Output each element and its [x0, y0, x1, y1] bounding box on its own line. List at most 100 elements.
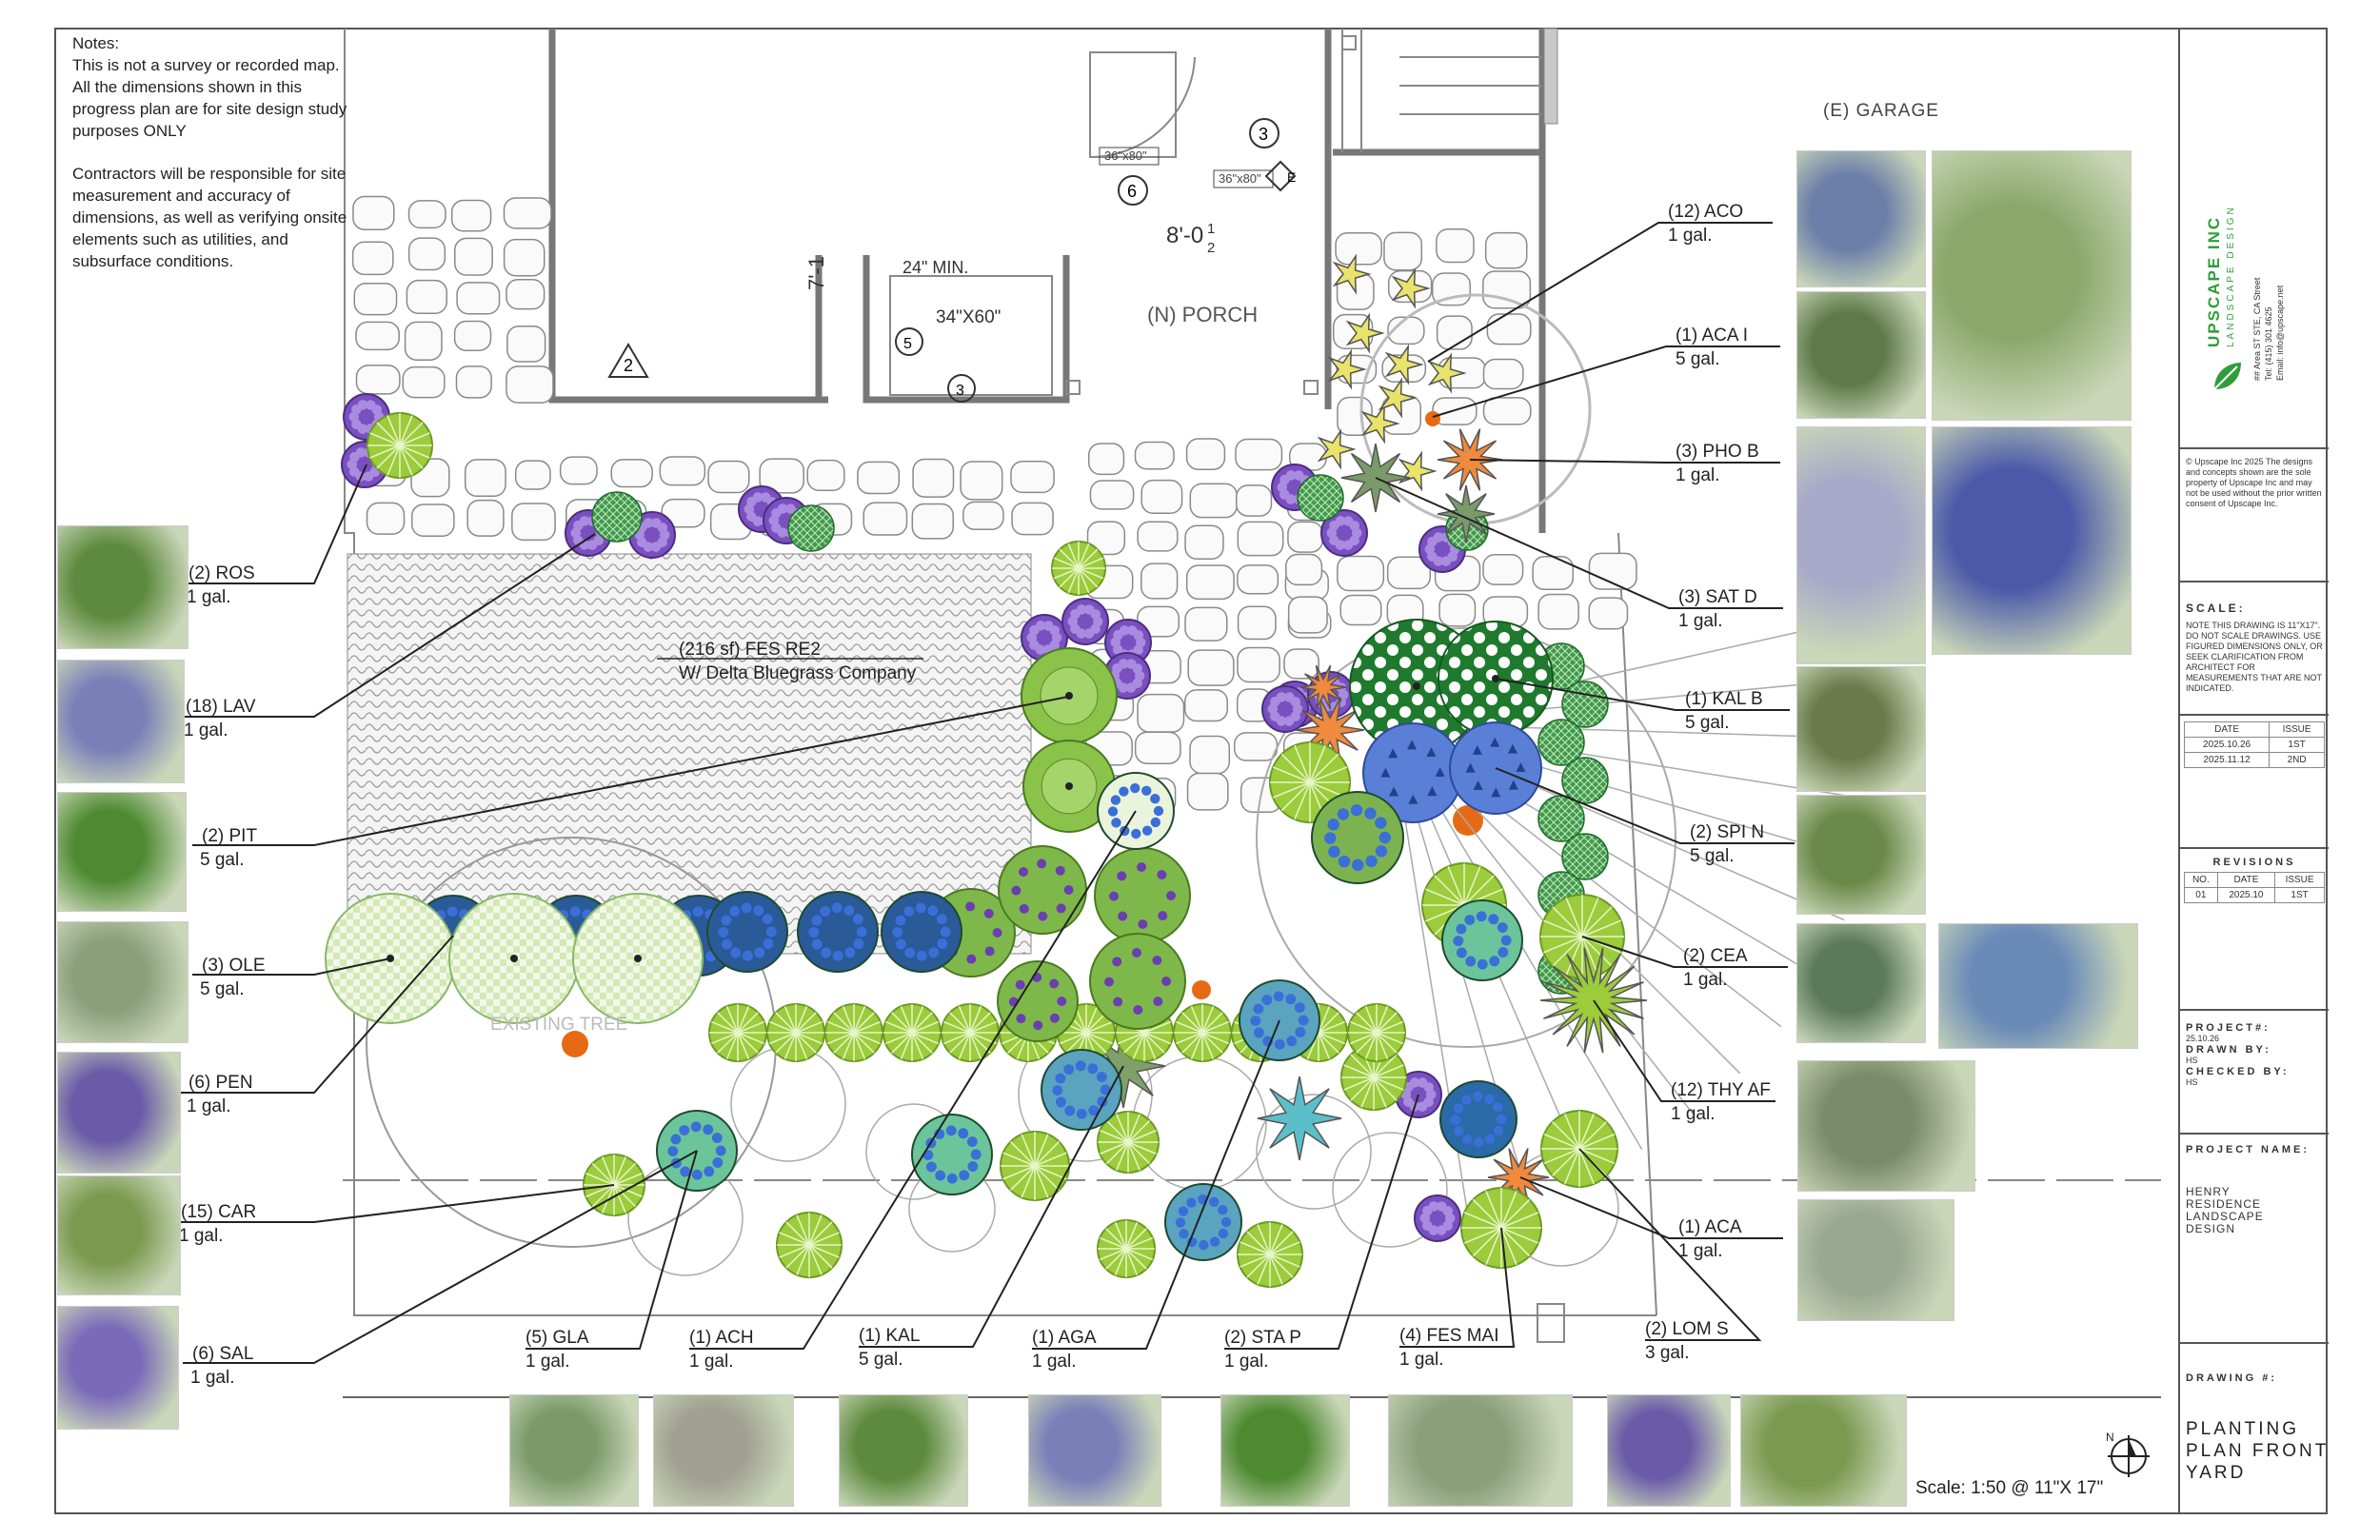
issue-date: 2025.11.12 — [2183, 752, 2271, 768]
plant-reference-photo — [1740, 1394, 1907, 1507]
lavender-plant-symbol — [1061, 598, 1109, 645]
plant-reference-photo — [1796, 291, 1926, 419]
plant-label-right: (3) SAT D — [1678, 587, 1757, 607]
thyme-symbol — [1297, 474, 1344, 522]
grass-plant-symbol — [776, 1212, 843, 1278]
grass-plant-symbol — [1340, 1044, 1407, 1111]
plant-label-left: (6) PEN — [188, 1073, 253, 1093]
flowering-shrub-symbol — [911, 1114, 993, 1195]
plant-size-left: 5 gal. — [200, 850, 244, 870]
salvia-symbol — [1089, 933, 1186, 1030]
star-plant-symbol — [1295, 697, 1365, 763]
company-subtitle: LANDSCAPE DESIGN — [2226, 205, 2236, 347]
checked-by-label: CHECKED BY: — [2186, 1066, 2290, 1077]
star-plant-symbol — [1437, 484, 1496, 543]
star-plant-symbol — [1317, 428, 1357, 470]
drawn-by-label: DRAWN BY: — [2186, 1044, 2271, 1056]
plant-label-right: (1) ACA I — [1676, 326, 1748, 346]
plant-size-right: 1 gal. — [1678, 611, 1722, 631]
plant-label-right: (2) CEA — [1683, 946, 1748, 966]
plant-size-right: 5 gal. — [1690, 846, 1734, 866]
plant-size-right: 5 gal. — [1676, 349, 1719, 369]
plant-size-left: 5 gal. — [200, 979, 244, 999]
plant-label-left: (2) ROS — [188, 563, 255, 583]
olive-tree-symbol — [448, 893, 580, 1024]
plant-size-bottom: 5 gal. — [859, 1350, 902, 1370]
notes-heading: Notes: — [72, 34, 120, 52]
star-plant-symbol — [1427, 352, 1467, 394]
lavender-plant-symbol — [1261, 685, 1309, 733]
plant-reference-photo — [1932, 426, 2132, 655]
star-plant-symbol — [1378, 377, 1418, 419]
lawn-sublabel: W/ Delta Bluegrass Company — [679, 663, 917, 683]
star-plant-symbol — [1487, 1148, 1550, 1207]
plant-label-left: (15) CAR — [181, 1202, 256, 1222]
star-plant-symbol — [1299, 664, 1347, 710]
plant-reference-photo — [1028, 1394, 1161, 1507]
porch-label: (N) PORCH — [1147, 303, 1258, 326]
rev-no-header: NO. — [2184, 872, 2218, 888]
plant-reference-photo — [1932, 150, 2132, 421]
lavender-plant-symbol — [1320, 509, 1368, 557]
grass-plant-symbol — [1000, 1131, 1070, 1201]
plant-reference-photo — [57, 525, 188, 649]
plant-symbols — [325, 253, 1648, 1288]
plant-label-bottom: (4) FES MAI — [1399, 1326, 1499, 1346]
plant-size-bottom: 1 gal. — [1032, 1352, 1076, 1372]
dimension-fraction-num: 1 — [1207, 221, 1215, 237]
title-block: UPSCAPE INC LANDSCAPE DESIGN ## Area ST … — [2178, 29, 2329, 1513]
plant-reference-photo — [1796, 150, 1926, 287]
plant-size-right: 5 gal. — [1685, 713, 1729, 733]
plant-size-bottom: 3 gal. — [1645, 1343, 1689, 1363]
plant-label-bottom: (1) AGA — [1032, 1328, 1097, 1348]
flowering-shrub-symbol — [797, 891, 879, 973]
plant-reference-photo — [1607, 1394, 1731, 1507]
thyme-symbol — [787, 504, 835, 552]
door-label-1: 36"x80" — [1104, 148, 1147, 163]
plant-size-left: 1 gal. — [179, 1226, 223, 1246]
company-name: UPSCAPE INC — [2205, 215, 2223, 347]
plant-reference-photo — [57, 1175, 181, 1295]
project-name-label: PROJECT NAME: — [2186, 1144, 2311, 1155]
issue-value: 1ST — [2269, 737, 2325, 753]
plant-reference-photo — [839, 1394, 968, 1507]
plant-reference-photo — [1796, 426, 1926, 664]
plant-reference-photo — [57, 792, 187, 912]
star-plant-symbol — [1391, 267, 1431, 309]
rev-date-header: DATE — [2216, 872, 2276, 888]
flowering-shrub-symbol — [881, 891, 962, 973]
flowering-shrub-symbol — [1311, 791, 1404, 884]
star-plant-symbol — [1332, 253, 1372, 295]
plant-label-left: (6) SAL — [192, 1344, 253, 1364]
drawn-by: HS — [2186, 1056, 2198, 1065]
plant-label-bottom: (2) LOM S — [1645, 1319, 1729, 1339]
plant-size-right: 1 gal. — [1671, 1104, 1715, 1124]
plant-label-right: (2) SPI N — [1690, 822, 1764, 842]
project-no: 25.10.26 — [2186, 1034, 2220, 1043]
leaf-logo-icon — [2213, 363, 2241, 390]
plant-size-bottom: 1 gal. — [689, 1352, 733, 1372]
shower-label: 34"X60" — [936, 307, 1001, 327]
plant-size-right: 1 gal. — [1683, 970, 1727, 990]
plant-reference-photo — [1796, 666, 1926, 792]
notes-para-1: This is not a survey or recorded map. Al… — [72, 56, 347, 140]
salvia-symbol — [1094, 847, 1191, 944]
star-plant-symbol — [1257, 1076, 1342, 1161]
project-no-label: PROJECT#: — [2186, 1022, 2271, 1034]
plant-reference-photo — [57, 1306, 179, 1430]
star-plant-symbol — [1345, 312, 1385, 354]
plant-size-right: 1 gal. — [1676, 465, 1719, 485]
thyme-symbol — [591, 491, 643, 543]
flowering-shrub-symbol — [1439, 1080, 1517, 1158]
min-label: 24" MIN. — [902, 258, 968, 277]
copyright-note: © Upscape Inc 2025 The designs and conce… — [2186, 457, 2322, 508]
plant-reference-photo — [1938, 923, 2138, 1049]
plant-reference-photo — [57, 660, 185, 783]
plant-size-left: 1 gal. — [187, 587, 230, 607]
revisions-label: REVISIONS — [2212, 857, 2296, 868]
plant-reference-photo — [1220, 1394, 1350, 1507]
notes-block: Notes: This is not a survey or recorded … — [72, 32, 358, 293]
dimension-71: 7'-1 — [804, 256, 828, 290]
